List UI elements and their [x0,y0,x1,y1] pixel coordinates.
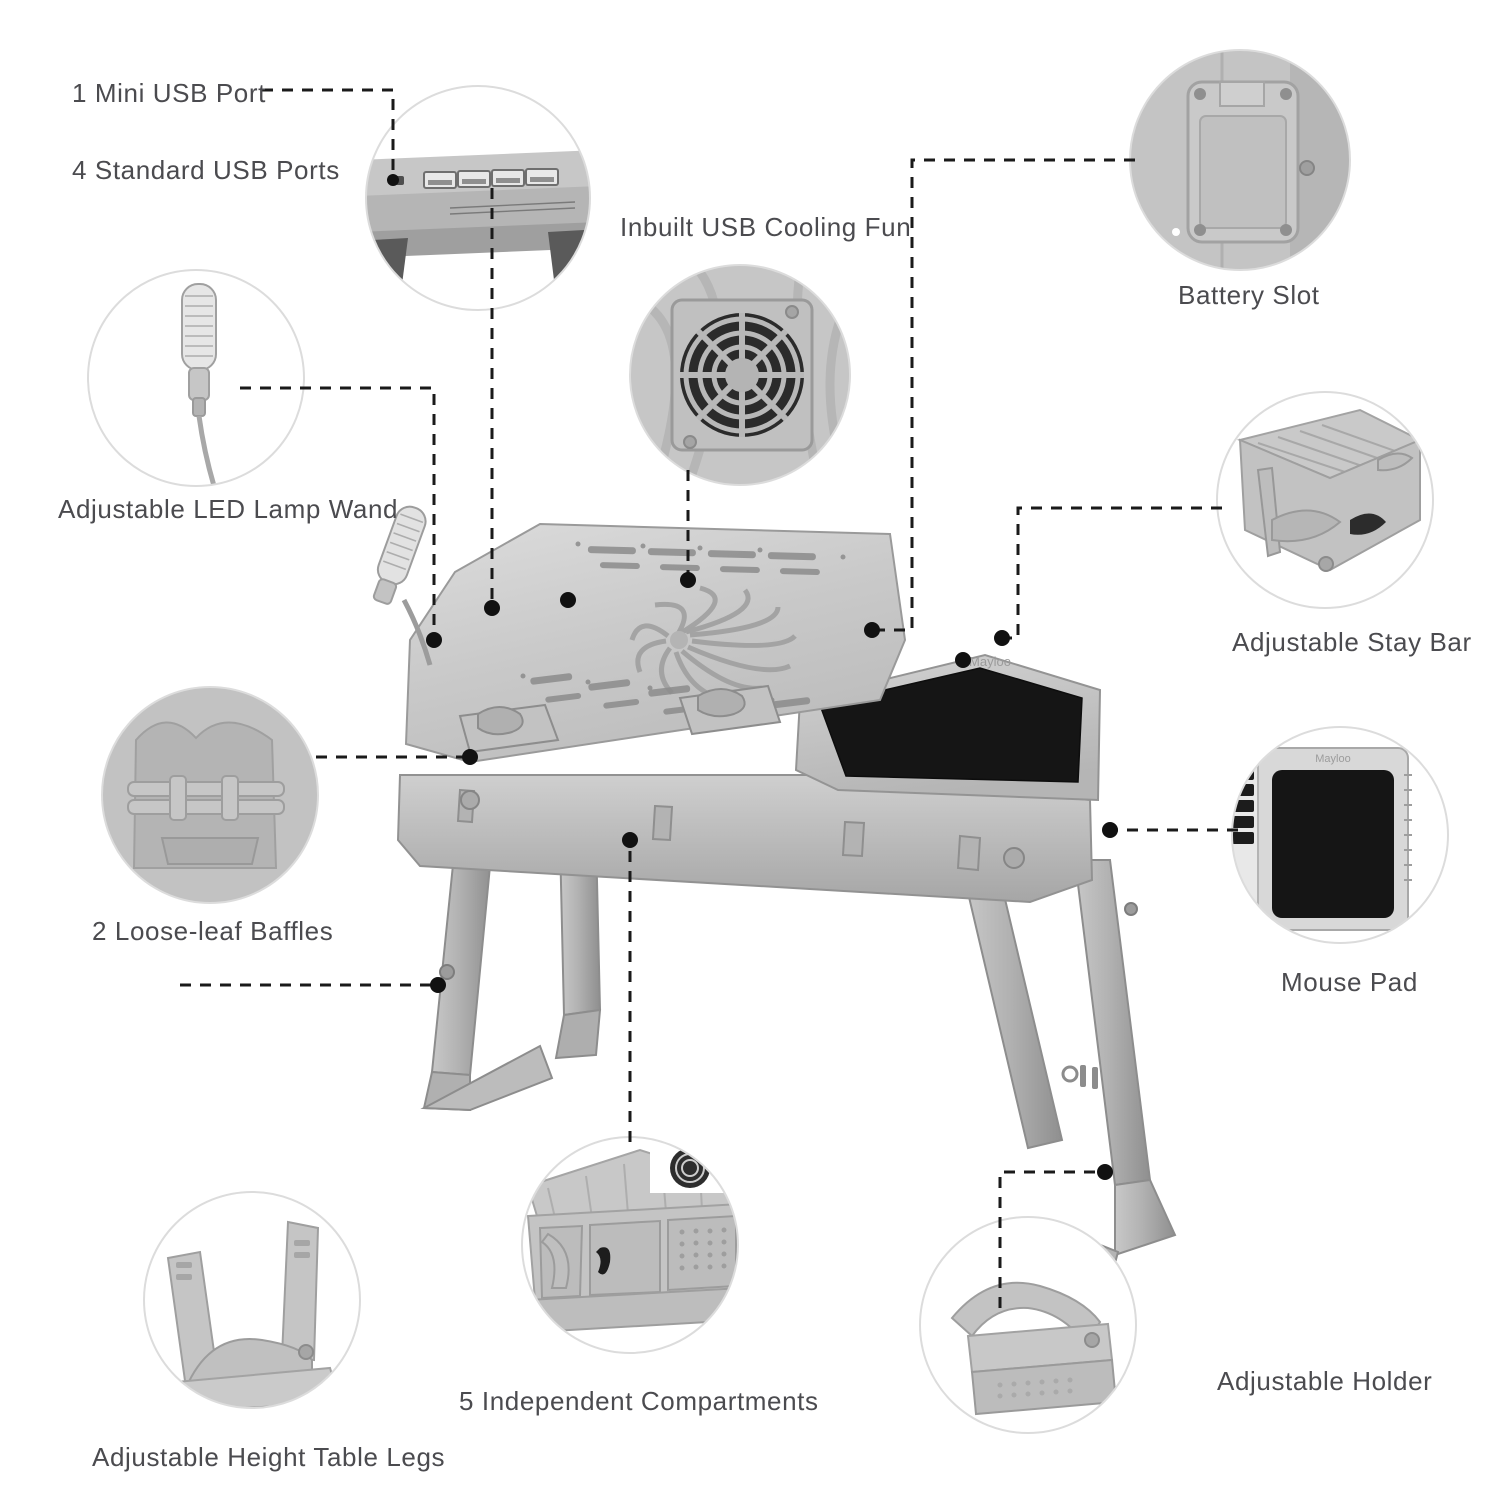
label-battery-slot: Battery Slot [1178,280,1320,310]
dot-compartments [622,832,638,848]
fan-swirl-hub [670,631,688,649]
baffle-stop-left [458,703,560,754]
label-adjustable-holder: Adjustable Holder [1217,1366,1433,1396]
label-mini-usb-port: 1 Mini USB Port [72,78,266,108]
dot-battery-slot [864,622,880,638]
vent-slots-upper [575,541,846,576]
dot-led-lamp [426,632,442,648]
body-screw-right [1003,847,1025,869]
brand-mark-pad: Mayloo [1315,753,1350,765]
dot-baffles [462,749,478,765]
dot-cooling-fan [680,572,696,588]
tilting-top-panel [404,522,907,764]
label-stay-bar: Adjustable Stay Bar [1232,627,1472,657]
legs-front-left [420,844,554,1112]
led-lamp-wand-product [372,505,433,666]
label-compartments: 5 Independent Compartments [459,1386,819,1416]
callout-detail-battery [1129,49,1351,271]
callout-detail-mousepad: Mayloo [1231,726,1449,944]
body-screw-left [460,790,480,810]
leader-led-lamp [240,386,436,640]
callout-detail-staybar [1216,391,1434,609]
leader-holder [998,1170,1105,1308]
body-tabs [456,788,982,872]
label-standard-usb-ports: 4 Standard USB Ports [72,155,340,185]
dot-top-panel [560,592,576,608]
label-led-lamp-wand: Adjustable LED Lamp Wand [58,494,399,524]
baffle-stop-right [678,684,782,736]
callout-detail-legs [143,1191,361,1409]
dot-mini-usb [387,174,399,186]
dot-standard-usb [484,600,500,616]
brand-mark-desk: Mayloo [969,654,1011,669]
leader-mini-usb [262,88,395,180]
leader-dots [387,174,1118,1180]
callout-detail-holder [919,1216,1137,1434]
mouse-pad-surface [819,667,1083,783]
callout-detail-fan [629,264,851,486]
label-height-table-legs: Adjustable Height Table Legs [92,1442,446,1472]
dot-mouse-pad-top [955,652,971,668]
label-cooling-fan: Inbuilt USB Cooling Fun [620,212,912,242]
dot-holder [1097,1164,1113,1180]
dot-mouse-pad [1102,822,1118,838]
dot-height-legs [430,977,446,993]
callout-detail-baffle [101,686,319,904]
callout-detail-lamp [87,269,305,487]
dot-stay-bar [994,630,1010,646]
label-mouse-pad: Mouse Pad [1281,967,1418,997]
label-loose-leaf-baffles: 2 Loose-leaf Baffles [92,916,334,946]
